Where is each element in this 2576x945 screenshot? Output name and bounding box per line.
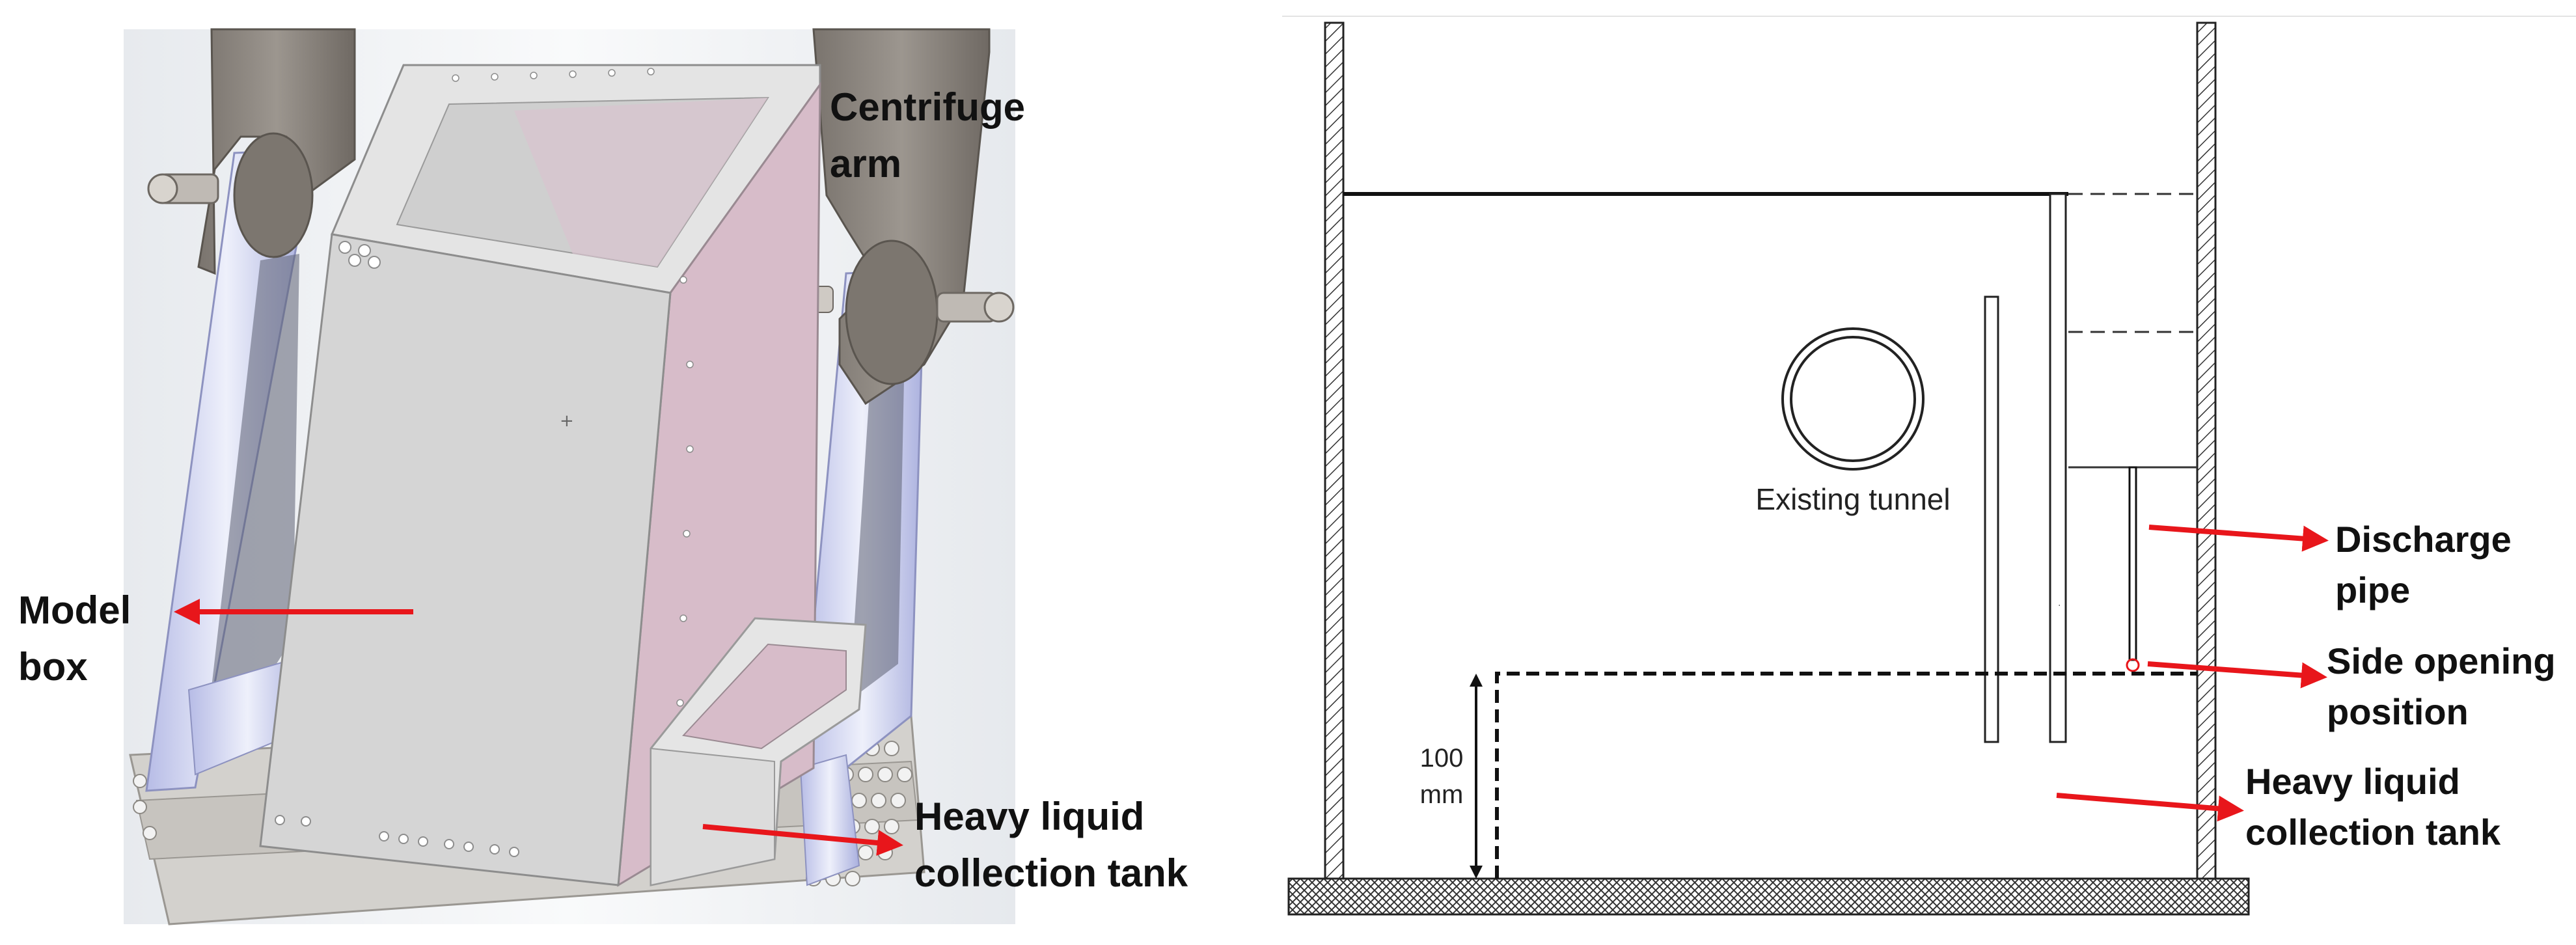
collection-tank-3d [650,617,867,886]
label-model-box-line2: box [18,645,88,689]
svg-text:+: + [560,411,574,431]
label-tank-schematic-line1: Heavy liquid [2245,761,2460,802]
label-model-box-line1: Model [18,588,131,632]
left-swing-frame [145,148,307,792]
schematic: · Existing tunnel 100 mm [1282,16,2576,916]
arrow-icon [702,824,903,856]
dimension-unit: mm [1420,780,1464,809]
label-existing-tunnel: Existing tunnel [1755,482,1950,516]
dimension-100mm [1470,674,1483,879]
model-box: + [259,64,821,887]
centrifuge-arm-left [147,28,356,275]
label-tank-3d-line1: Heavy liquid [914,795,1144,838]
label-tank-3d-line2: collection tank [914,851,1188,895]
centrifuge-arm-right [793,28,1015,405]
label-side-opening-line2: position [2327,691,2469,732]
arrow-icon [2147,661,2327,689]
label-side-opening-line1: Side opening [2327,640,2556,681]
dimension-value: 100 [1420,744,1464,773]
svg-text:·: · [2058,601,2061,611]
right-arrows [2056,525,2329,822]
liquid-level-outline [1495,672,2197,879]
label-discharge-pipe-line1: Discharge [2335,519,2512,560]
left-arrows [174,599,903,856]
hatched-wall-icon [1324,21,1345,882]
circle-tunnel-icon [1781,327,1925,471]
label-centrifuge-arm-line2: arm [830,142,901,185]
arrow-icon [2148,525,2329,552]
vertical-plate-inner [1984,295,1999,743]
hatched-wall-icon [2196,21,2217,882]
label-centrifuge-arm-line1: Centrifuge [830,85,1025,129]
discharge-pipe [2128,466,2137,661]
centrifuge-render: + [124,28,1015,925]
side-opening-marker [2126,658,2140,672]
label-discharge-pipe-line2: pipe [2335,569,2410,610]
ground-base [1287,877,2250,916]
label-tank-schematic-line2: collection tank [2245,812,2501,853]
arrow-icon [2056,793,2244,822]
vertical-plate-outer [2049,193,2067,743]
